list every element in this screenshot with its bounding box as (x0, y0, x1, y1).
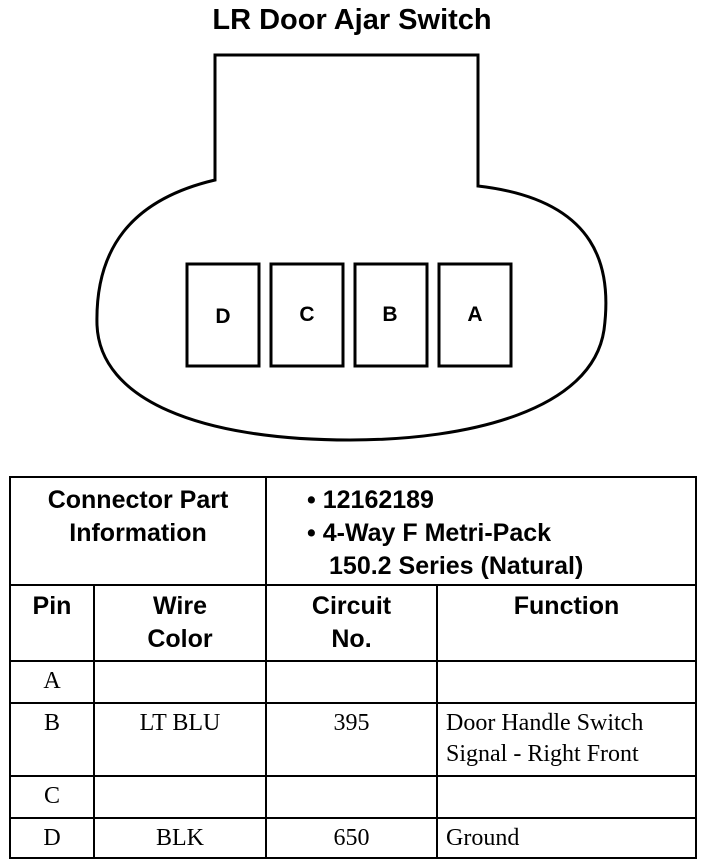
part-info-details: • 12162189 • 4-Way F Metri-Pack 150.2 Se… (265, 476, 698, 586)
cell-function: Ground (436, 817, 698, 859)
table-row: A (9, 660, 698, 704)
header-pin: Pin (9, 584, 95, 662)
cell-pin: B (9, 702, 95, 777)
pin-label-d: D (215, 305, 230, 328)
pin-label-b: B (382, 303, 397, 326)
pin-label-a: A (467, 303, 482, 326)
pin-cavity-b: B (353, 262, 429, 368)
part-desc-line-2: 150.2 Series (Natural) (329, 552, 584, 580)
cell-circuit (265, 660, 439, 704)
function-line-1: Door Handle Switch (446, 710, 644, 736)
part-number-line: • 12162189 (307, 484, 695, 517)
pin-cavity-c: C (269, 262, 345, 368)
cell-pin: D (9, 817, 95, 859)
cell-function (436, 660, 698, 704)
cell-pin: A (9, 660, 95, 704)
table-row: D BLK 650 Ground (9, 817, 698, 859)
diagram-title: LR Door Ajar Switch (212, 4, 492, 36)
cell-wire-color (92, 775, 268, 819)
connector-info-table: Connector Part Information • 12162189 • … (8, 476, 698, 859)
part-info-label: Connector Part Information (8, 476, 268, 586)
bullet-icon: • (307, 519, 316, 547)
header-circuit-no: Circuit No. (265, 584, 439, 662)
cell-wire-color (92, 660, 268, 704)
cell-pin: C (9, 775, 95, 819)
part-number: 12162189 (322, 486, 434, 514)
pin-label-c: C (299, 303, 314, 326)
connector-outline (95, 53, 608, 442)
table-row: B LT BLU 395 Door Handle Switch Signal -… (9, 702, 698, 777)
cell-function: Door Handle Switch Signal - Right Front (436, 702, 698, 777)
bullet-icon: • (307, 486, 316, 514)
pin-cavity-a: A (437, 262, 513, 368)
cell-wire-color: BLK (92, 817, 268, 859)
function-line-2: Signal - Right Front (446, 741, 639, 767)
pin-cavity-d: D (185, 262, 261, 368)
part-info-row: Connector Part Information • 12162189 • … (8, 476, 698, 586)
part-desc-line: • 4-Way F Metri-Pack (307, 517, 695, 550)
cell-circuit: 650 (265, 817, 439, 859)
cell-circuit: 395 (265, 702, 439, 777)
table-row: C (9, 775, 698, 819)
cell-circuit (265, 775, 439, 819)
cell-wire-color: LT BLU (92, 702, 268, 777)
part-desc-1: 4-Way F Metri-Pack (322, 519, 552, 547)
cell-function (436, 775, 698, 819)
header-row: Pin Wire Color Circuit No. Function (9, 584, 698, 662)
header-wire-color: Wire Color (92, 584, 268, 662)
connector-diagram: D C B A (95, 53, 608, 442)
header-function: Function (436, 584, 698, 662)
